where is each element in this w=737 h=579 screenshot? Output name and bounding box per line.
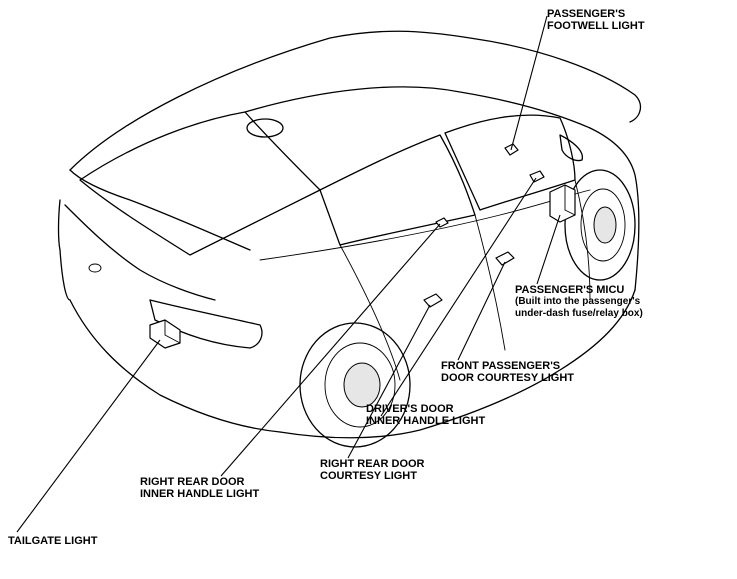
label-line: FRONT PASSENGER'S: [441, 360, 561, 372]
label-line: DRIVER'S DOOR: [366, 403, 454, 415]
label-line: DOOR COURTESY LIGHT: [441, 372, 575, 384]
label-drivers-door-handle-light: DRIVER'S DOOR INNER HANDLE LIGHT: [366, 403, 485, 427]
label-right-rear-courtesy-light: RIGHT REAR DOOR COURTESY LIGHT: [320, 458, 425, 482]
label-line: RIGHT REAR DOOR: [320, 458, 425, 470]
label-note-line: (Built into the passenger's: [515, 296, 641, 307]
label-note-line: under-dash fuse/relay box): [515, 308, 643, 319]
car-body: [57, 30, 642, 448]
front-passenger-courtesy-light: [495, 251, 515, 266]
label-right-rear-handle-light: RIGHT REAR DOOR INNER HANDLE LIGHT: [140, 476, 259, 500]
label-line: PASSENGER'S: [547, 8, 626, 20]
label-line: COURTESY LIGHT: [320, 470, 417, 482]
label-line: RIGHT REAR DOOR: [140, 476, 245, 488]
label-line: FOOTWELL LIGHT: [547, 20, 645, 32]
label-line: TAILGATE LIGHT: [8, 535, 98, 547]
parts: [149, 143, 576, 349]
label-line: INNER HANDLE LIGHT: [140, 488, 260, 500]
label-line: PASSENGER'S MICU: [515, 284, 625, 296]
front-door-courtesy-marker: [529, 170, 545, 183]
leader-lines: [16, 15, 561, 533]
right-rear-courtesy-light: [423, 293, 443, 308]
drivers-door-handle-light: [435, 217, 449, 228]
label-passenger-footwell-light: PASSENGER'S FOOTWELL LIGHT: [547, 8, 645, 32]
label-line: INNER HANDLE LIGHT: [366, 415, 486, 427]
label-tailgate-light: TAILGATE LIGHT: [8, 535, 97, 547]
micu-box: [549, 184, 576, 223]
label-front-passenger-courtesy-light: FRONT PASSENGER'S DOOR COURTESY LIGHT: [441, 360, 574, 384]
label-passenger-micu: PASSENGER'S MICU (Built into the passeng…: [515, 284, 643, 320]
